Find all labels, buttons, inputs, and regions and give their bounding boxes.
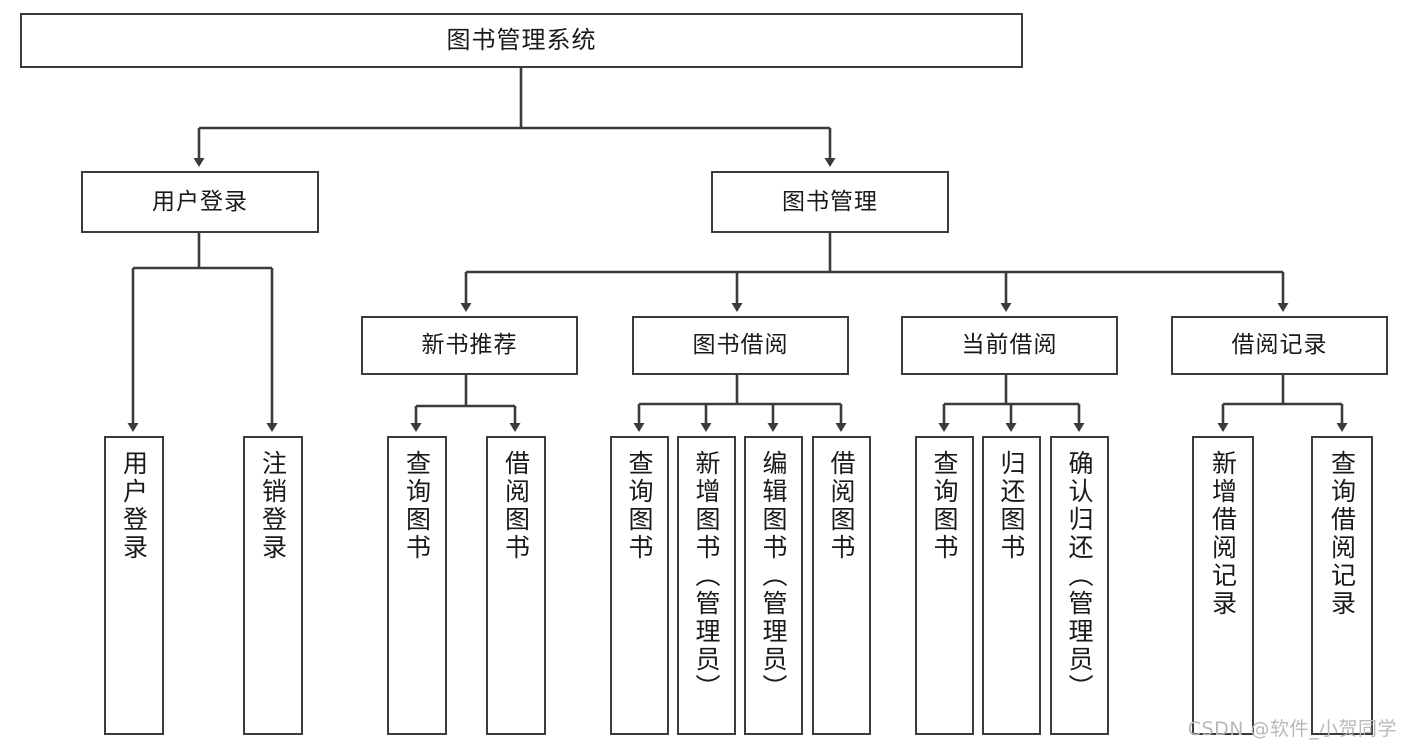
node-leaf-edit-book-admin[interactable]: 编辑图书（管理员） (744, 436, 803, 735)
node-label: 查询借阅记录 (1327, 450, 1357, 618)
node-label: 查询图书 (625, 450, 654, 562)
node-leaf-user-login[interactable]: 用户登录 (104, 436, 164, 735)
node-label: 注销登录 (258, 450, 288, 562)
node-current-borrow[interactable]: 当前借阅 (901, 316, 1118, 375)
node-label: 归还图书 (997, 450, 1026, 562)
node-label: 确认归还（管理员） (1065, 450, 1094, 702)
node-leaf-add-borrow-record[interactable]: 新增借阅记录 (1192, 436, 1254, 735)
node-label: 查询图书 (930, 450, 959, 562)
node-leaf-query-borrow-record[interactable]: 查询借阅记录 (1311, 436, 1373, 735)
node-label: 用户登录 (119, 450, 149, 562)
node-label: 新书推荐 (421, 332, 518, 359)
node-leaf-borrow-book-recommend[interactable]: 借阅图书 (486, 436, 546, 735)
node-leaf-return-book[interactable]: 归还图书 (982, 436, 1041, 735)
node-leaf-add-book-admin[interactable]: 新增图书（管理员） (677, 436, 736, 735)
node-book-borrow[interactable]: 图书借阅 (632, 316, 849, 375)
node-label: 图书管理系统 (446, 25, 597, 54)
node-borrow-record[interactable]: 借阅记录 (1171, 316, 1388, 375)
node-label: 编辑图书（管理员） (759, 450, 788, 702)
watermark-text: CSDN @软件_小贺同学 (1187, 718, 1397, 740)
node-leaf-borrow-book[interactable]: 借阅图书 (812, 436, 871, 735)
node-leaf-logout[interactable]: 注销登录 (243, 436, 303, 735)
node-leaf-query-book-current[interactable]: 查询图书 (915, 436, 974, 735)
node-label: 用户登录 (152, 188, 248, 215)
node-label: 借阅图书 (827, 450, 856, 562)
node-label: 图书借阅 (692, 332, 789, 359)
node-label: 新增借阅记录 (1208, 450, 1238, 618)
node-label: 借阅图书 (501, 450, 531, 562)
node-book-management[interactable]: 图书管理 (711, 171, 949, 233)
node-root-book-management-system[interactable]: 图书管理系统 (20, 13, 1023, 68)
node-label: 图书管理 (782, 188, 878, 215)
node-user-login[interactable]: 用户登录 (81, 171, 319, 233)
node-leaf-query-book-borrow[interactable]: 查询图书 (610, 436, 669, 735)
node-label: 查询图书 (402, 450, 432, 562)
node-label: 当前借阅 (961, 332, 1058, 359)
node-label: 新增图书（管理员） (692, 450, 721, 702)
node-leaf-confirm-return-admin[interactable]: 确认归还（管理员） (1050, 436, 1109, 735)
node-label: 借阅记录 (1231, 332, 1328, 359)
node-new-book-recommend[interactable]: 新书推荐 (361, 316, 578, 375)
node-leaf-query-book-recommend[interactable]: 查询图书 (387, 436, 447, 735)
